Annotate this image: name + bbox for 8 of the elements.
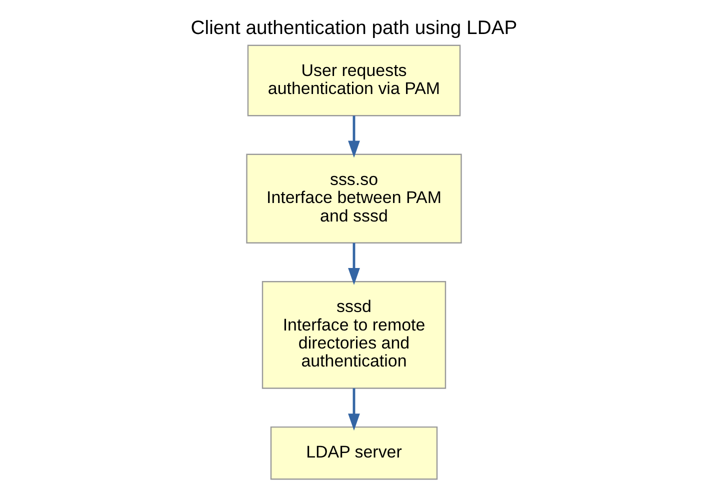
arrow [348,388,360,430]
node-box: sssd Interface to remote directories and authentication [261,280,446,388]
node-box: sss.so Interface between PAM and sssd [246,153,462,243]
arrow [348,115,360,158]
arrow [348,242,360,285]
node-box: LDAP server [270,426,438,480]
node-box: User requests authentication via PAM [246,44,460,116]
diagram-title: Client authentication path using LDAP [190,16,517,39]
